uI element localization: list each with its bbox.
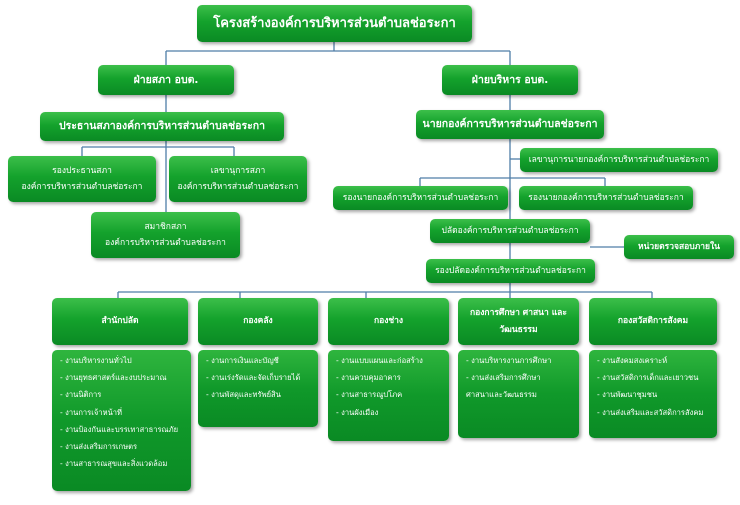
council-branch-label: ฝ่ายสภา อบต. (133, 73, 199, 86)
division-education-label-1: กองการศึกษา ศาสนา และ (470, 308, 567, 319)
division-engineering-tasks: - งานแบบแผนและก่อสร้าง - งานควบคุมอาคาร … (328, 350, 449, 441)
task-item: - งานบริหารงานการศึกษา (466, 356, 552, 365)
task-item: - งานเร่งรัดและจัดเก็บรายได้ (206, 373, 301, 383)
division-welfare-box: กองสวัสดิการสังคม (589, 298, 717, 345)
task-item: - งานบริหารงานทั่วไป (60, 356, 132, 365)
task-item: - งานผังเมือง (336, 407, 379, 417)
vice-chair-org: องค์การบริหารส่วนตำบลช่อระกา (21, 182, 143, 192)
deputy-mayor-1-label: รองนายกองค์การบริหารส่วนตำบลช่อระกา (342, 192, 499, 203)
deputy-mayor-2-box: รองนายกองค์การบริหารส่วนตำบลช่อระกา (519, 186, 693, 210)
division-office-tasks: - งานบริหารงานทั่วไป - งานยุทธศาสตร์และง… (52, 350, 191, 491)
task-item: - งานสาธารณูปโภค (336, 390, 403, 400)
task-item: - งานส่งเสริมการศึกษา (466, 373, 541, 383)
task-item: - งานควบคุมอาคาร (336, 373, 401, 383)
task-item: - งานสังคมสงเคราะห์ (597, 356, 668, 365)
division-education-label-2: วัฒนธรรม (499, 324, 538, 335)
division-finance-label: กองคลัง (243, 316, 273, 327)
mayor-label: นายกองค์การบริหารส่วนตำบลช่อระกา (422, 118, 598, 131)
division-education-tasks: - งานบริหารงานการศึกษา - งานส่งเสริมการศ… (458, 350, 579, 438)
task-item: - งานสาธารณสุขและสิ่งแวดล้อม (60, 459, 168, 469)
division-welfare-tasks: - งานสังคมสงเคราะห์ - งานสวัสดิการเด็กแล… (589, 350, 717, 438)
task-item: - งานการเงินและบัญชี (206, 356, 279, 365)
chief-admin-box: ปลัดองค์การบริหารส่วนตำบลช่อระกา (430, 219, 590, 243)
council-secretary-box: เลขานุการสภา องค์การบริหารส่วนตำบลช่อระก… (169, 156, 307, 202)
deputy-chief-admin-label: รองปลัดองค์การบริหารส่วนตำบลช่อระกา (435, 265, 586, 276)
division-education-box: กองการศึกษา ศาสนา และ วัฒนธรรม (458, 298, 579, 345)
council-chair-label: ประธานสภาองค์การบริหารส่วนตำบลช่อระกา (58, 120, 266, 133)
vice-chair-title: รองประธานสภา (52, 165, 112, 176)
division-finance-box: กองคลัง (198, 298, 318, 345)
council-member-title: สมาชิกสภา (144, 221, 187, 232)
council-chair-box: ประธานสภาองค์การบริหารส่วนตำบลช่อระกา (40, 112, 284, 141)
deputy-chief-admin-box: รองปลัดองค์การบริหารส่วนตำบลช่อระกา (426, 259, 595, 283)
org-title: โครงสร้างองค์การบริหารส่วนตำบลช่อระกา (213, 15, 456, 31)
task-item: - งานส่งเสริมและสวัสดิการสังคม (597, 407, 704, 417)
internal-audit-label: หน่วยตรวจสอบภายใน (637, 241, 720, 252)
internal-audit-box: หน่วยตรวจสอบภายใน (624, 235, 734, 259)
division-office-box: สำนักปลัด (52, 298, 188, 345)
chief-admin-label: ปลัดองค์การบริหารส่วนตำบลช่อระกา (441, 225, 579, 236)
executive-branch-label: ฝ่ายบริหาร อบต. (471, 73, 549, 86)
council-secretary-title: เลขานุการสภา (210, 165, 266, 176)
mayor-secretary-box: เลขานุการนายกองค์การบริหารส่วนตำบลช่อระก… (520, 148, 718, 172)
executive-branch-box: ฝ่ายบริหาร อบต. (442, 65, 578, 95)
task-item: - งานส่งเสริมการเกษตร (60, 441, 138, 451)
task-item: - งานแบบแผนและก่อสร้าง (336, 356, 423, 365)
mayor-box: นายกองค์การบริหารส่วนตำบลช่อระกา (416, 110, 604, 139)
division-welfare-label: กองสวัสดิการสังคม (617, 316, 689, 327)
council-member-box: สมาชิกสภา องค์การบริหารส่วนตำบลช่อระกา (91, 212, 240, 258)
task-item: - งานสวัสดิการเด็กและเยาวชน (597, 373, 699, 383)
org-title-box: โครงสร้างองค์การบริหารส่วนตำบลช่อระกา (197, 5, 472, 42)
task-item: - งานพัสดุและทรัพย์สิน (206, 390, 281, 400)
task-item: ศาสนาและวัฒนธรรม (466, 390, 537, 400)
division-engineering-box: กองช่าง (328, 298, 449, 345)
task-item: - งานพัฒนาชุมชน (597, 390, 658, 400)
council-branch-box: ฝ่ายสภา อบต. (98, 65, 234, 95)
mayor-secretary-label: เลขานุการนายกองค์การบริหารส่วนตำบลช่อระก… (528, 154, 710, 165)
division-engineering-label: กองช่าง (373, 316, 404, 327)
task-item: - งานยุทธศาสตร์และงบประมาณ (60, 373, 167, 383)
division-office-label: สำนักปลัด (101, 316, 139, 327)
council-member-org: องค์การบริหารส่วนตำบลช่อระกา (105, 238, 226, 248)
task-item: - งานนิติการ (60, 390, 102, 400)
deputy-mayor-1-box: รองนายกองค์การบริหารส่วนตำบลช่อระกา (333, 186, 508, 210)
task-item: - งานป้องกันและบรรเทาสาธารณภัย (60, 424, 179, 434)
task-item: - งานการเจ้าหน้าที่ (60, 407, 123, 417)
division-finance-tasks: - งานการเงินและบัญชี - งานเร่งรัดและจัดเ… (198, 350, 318, 427)
council-secretary-org: องค์การบริหารส่วนตำบลช่อระกา (177, 182, 299, 192)
vice-chair-box: รองประธานสภา องค์การบริหารส่วนตำบลช่อระก… (8, 156, 156, 202)
deputy-mayor-2-label: รองนายกองค์การบริหารส่วนตำบลช่อระกา (528, 192, 684, 203)
